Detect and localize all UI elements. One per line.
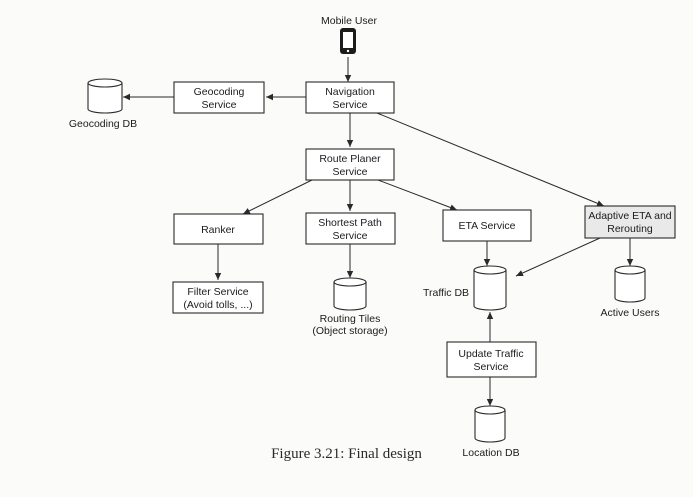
routing-tiles-label-1: Routing Tiles xyxy=(320,313,381,325)
traffic-db-label: Traffic DB xyxy=(423,287,469,299)
adaptive-eta-rerouting-box: Adaptive ETA and Rerouting xyxy=(584,205,676,239)
traffic-db-cylinder xyxy=(473,265,507,311)
geocoding-service-label-1: Geocoding xyxy=(194,86,245,98)
geocoding-db-cylinder xyxy=(87,78,123,114)
route-planer-label-2: Service xyxy=(332,166,367,178)
edge-navigation-to-adaptive-eta xyxy=(376,112,605,207)
shortest-path-service-box: Shortest Path Service xyxy=(305,212,396,245)
navigation-service-label-1: Navigation xyxy=(325,86,375,98)
figure-caption: Figure 3.21: Final design xyxy=(271,446,422,462)
filter-service-label-1: Filter Service xyxy=(187,286,248,298)
update-traffic-label-1: Update Traffic xyxy=(458,348,523,360)
shortest-path-label-1: Shortest Path xyxy=(318,217,382,229)
update-traffic-service-box: Update Traffic Service xyxy=(446,341,537,378)
smartphone-icon xyxy=(340,28,356,54)
routing-tiles-label-2: (Object storage) xyxy=(312,325,387,337)
filter-service-box: Filter Service (Avoid tolls, ...) xyxy=(172,281,264,314)
ranker-box: Ranker xyxy=(173,213,264,245)
navigation-service-label-2: Service xyxy=(332,99,367,111)
navigation-service-box: Navigation Service xyxy=(305,81,395,114)
route-planer-service-box: Route Planer Service xyxy=(305,148,395,181)
location-db-label: Location DB xyxy=(462,447,519,459)
active-users-label: Active Users xyxy=(601,307,660,319)
edge-adaptive-eta-to-traffic-db xyxy=(515,237,601,277)
route-planer-label-1: Route Planer xyxy=(319,153,381,165)
edge-route-planer-to-ranker xyxy=(242,179,313,215)
update-traffic-label-2: Service xyxy=(473,361,508,373)
filter-service-label-2: (Avoid tolls, ...) xyxy=(183,299,252,311)
adaptive-eta-label-1: Adaptive ETA and xyxy=(588,210,671,222)
edge-route-planer-to-eta xyxy=(377,179,458,211)
mobile-user-node: Mobile User xyxy=(321,15,378,54)
location-db-cylinder xyxy=(474,405,506,443)
geocoding-service-label-2: Service xyxy=(201,99,236,111)
mobile-user-label: Mobile User xyxy=(321,15,378,27)
geocoding-db-label: Geocoding DB xyxy=(69,118,137,130)
routing-tiles-cylinder xyxy=(333,277,367,311)
shortest-path-label-2: Service xyxy=(332,230,367,242)
geocoding-service-box: Geocoding Service xyxy=(173,81,265,114)
ranker-label: Ranker xyxy=(201,224,235,236)
adaptive-eta-label-2: Rerouting xyxy=(607,223,653,235)
active-users-cylinder xyxy=(614,265,646,303)
eta-service-label: ETA Service xyxy=(459,220,516,232)
edges xyxy=(123,57,634,406)
eta-service-box: ETA Service xyxy=(442,209,532,242)
